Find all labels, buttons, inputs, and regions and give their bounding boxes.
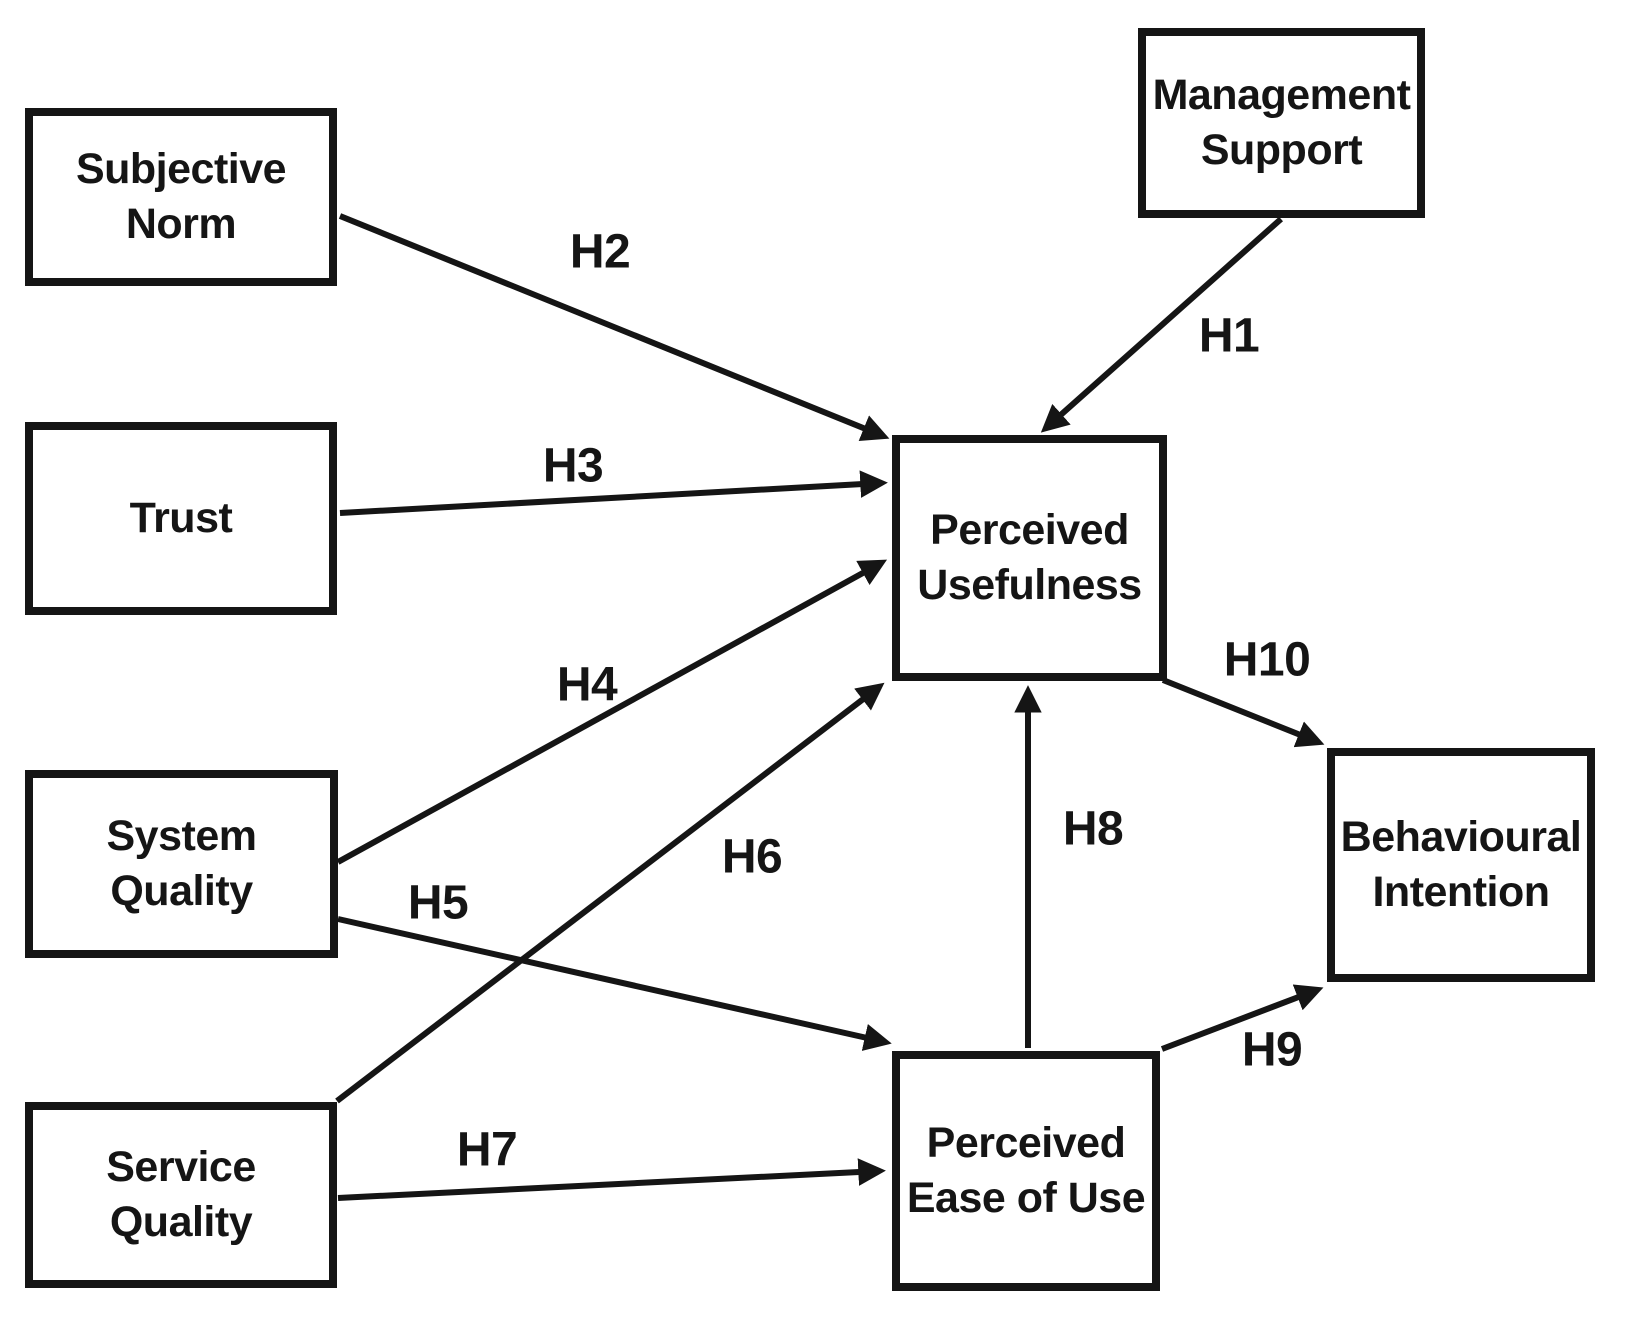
node-label: Perceived Ease of Use — [906, 1118, 1146, 1222]
edge-label-h5: H5 — [407, 876, 469, 930]
node-label: Perceived Usefulness — [917, 505, 1142, 609]
edge-label-h7: H7 — [456, 1123, 518, 1177]
node-label: System Quality — [106, 811, 257, 915]
edge-label-h10: H10 — [1223, 633, 1311, 687]
node-management-support: Management Support — [1138, 28, 1425, 218]
edge-label-h8: H8 — [1062, 802, 1124, 856]
edge-h2-line — [338, 213, 890, 442]
edge-h7-line — [337, 1158, 886, 1201]
edge-h10-line — [1161, 677, 1325, 748]
edge-h4-line — [336, 559, 888, 865]
edge-label-h2: H2 — [569, 225, 631, 279]
node-trust: Trust — [25, 422, 337, 615]
edge-label-h1: H1 — [1198, 309, 1260, 363]
node-label: Subjective Norm — [75, 144, 287, 248]
node-label: Service Quality — [106, 1142, 256, 1246]
node-system-quality: System Quality — [25, 770, 338, 958]
edge-h3-line — [339, 470, 888, 516]
node-perceived-usefulness: Perceived Usefulness — [892, 435, 1167, 681]
node-label: Management Support — [1152, 70, 1411, 174]
node-perceived-ease-of-use: Perceived Ease of Use — [892, 1051, 1160, 1291]
edge-h5-line — [337, 916, 892, 1051]
edge-h1-line — [1040, 216, 1283, 433]
edge-h9-line — [1160, 984, 1324, 1052]
node-label: Trust — [129, 493, 233, 542]
edge-label-h9: H9 — [1241, 1023, 1303, 1077]
edge-label-h6: H6 — [721, 830, 783, 884]
edge-label-h4: H4 — [556, 658, 618, 712]
node-service-quality: Service Quality — [25, 1102, 337, 1288]
node-label: Behavioural Intention — [1340, 812, 1582, 916]
edge-h6-line — [335, 682, 885, 1104]
node-subjective-norm: Subjective Norm — [25, 108, 337, 286]
node-behavioural-intention: Behavioural Intention — [1327, 748, 1595, 982]
edge-label-h3: H3 — [542, 439, 604, 493]
